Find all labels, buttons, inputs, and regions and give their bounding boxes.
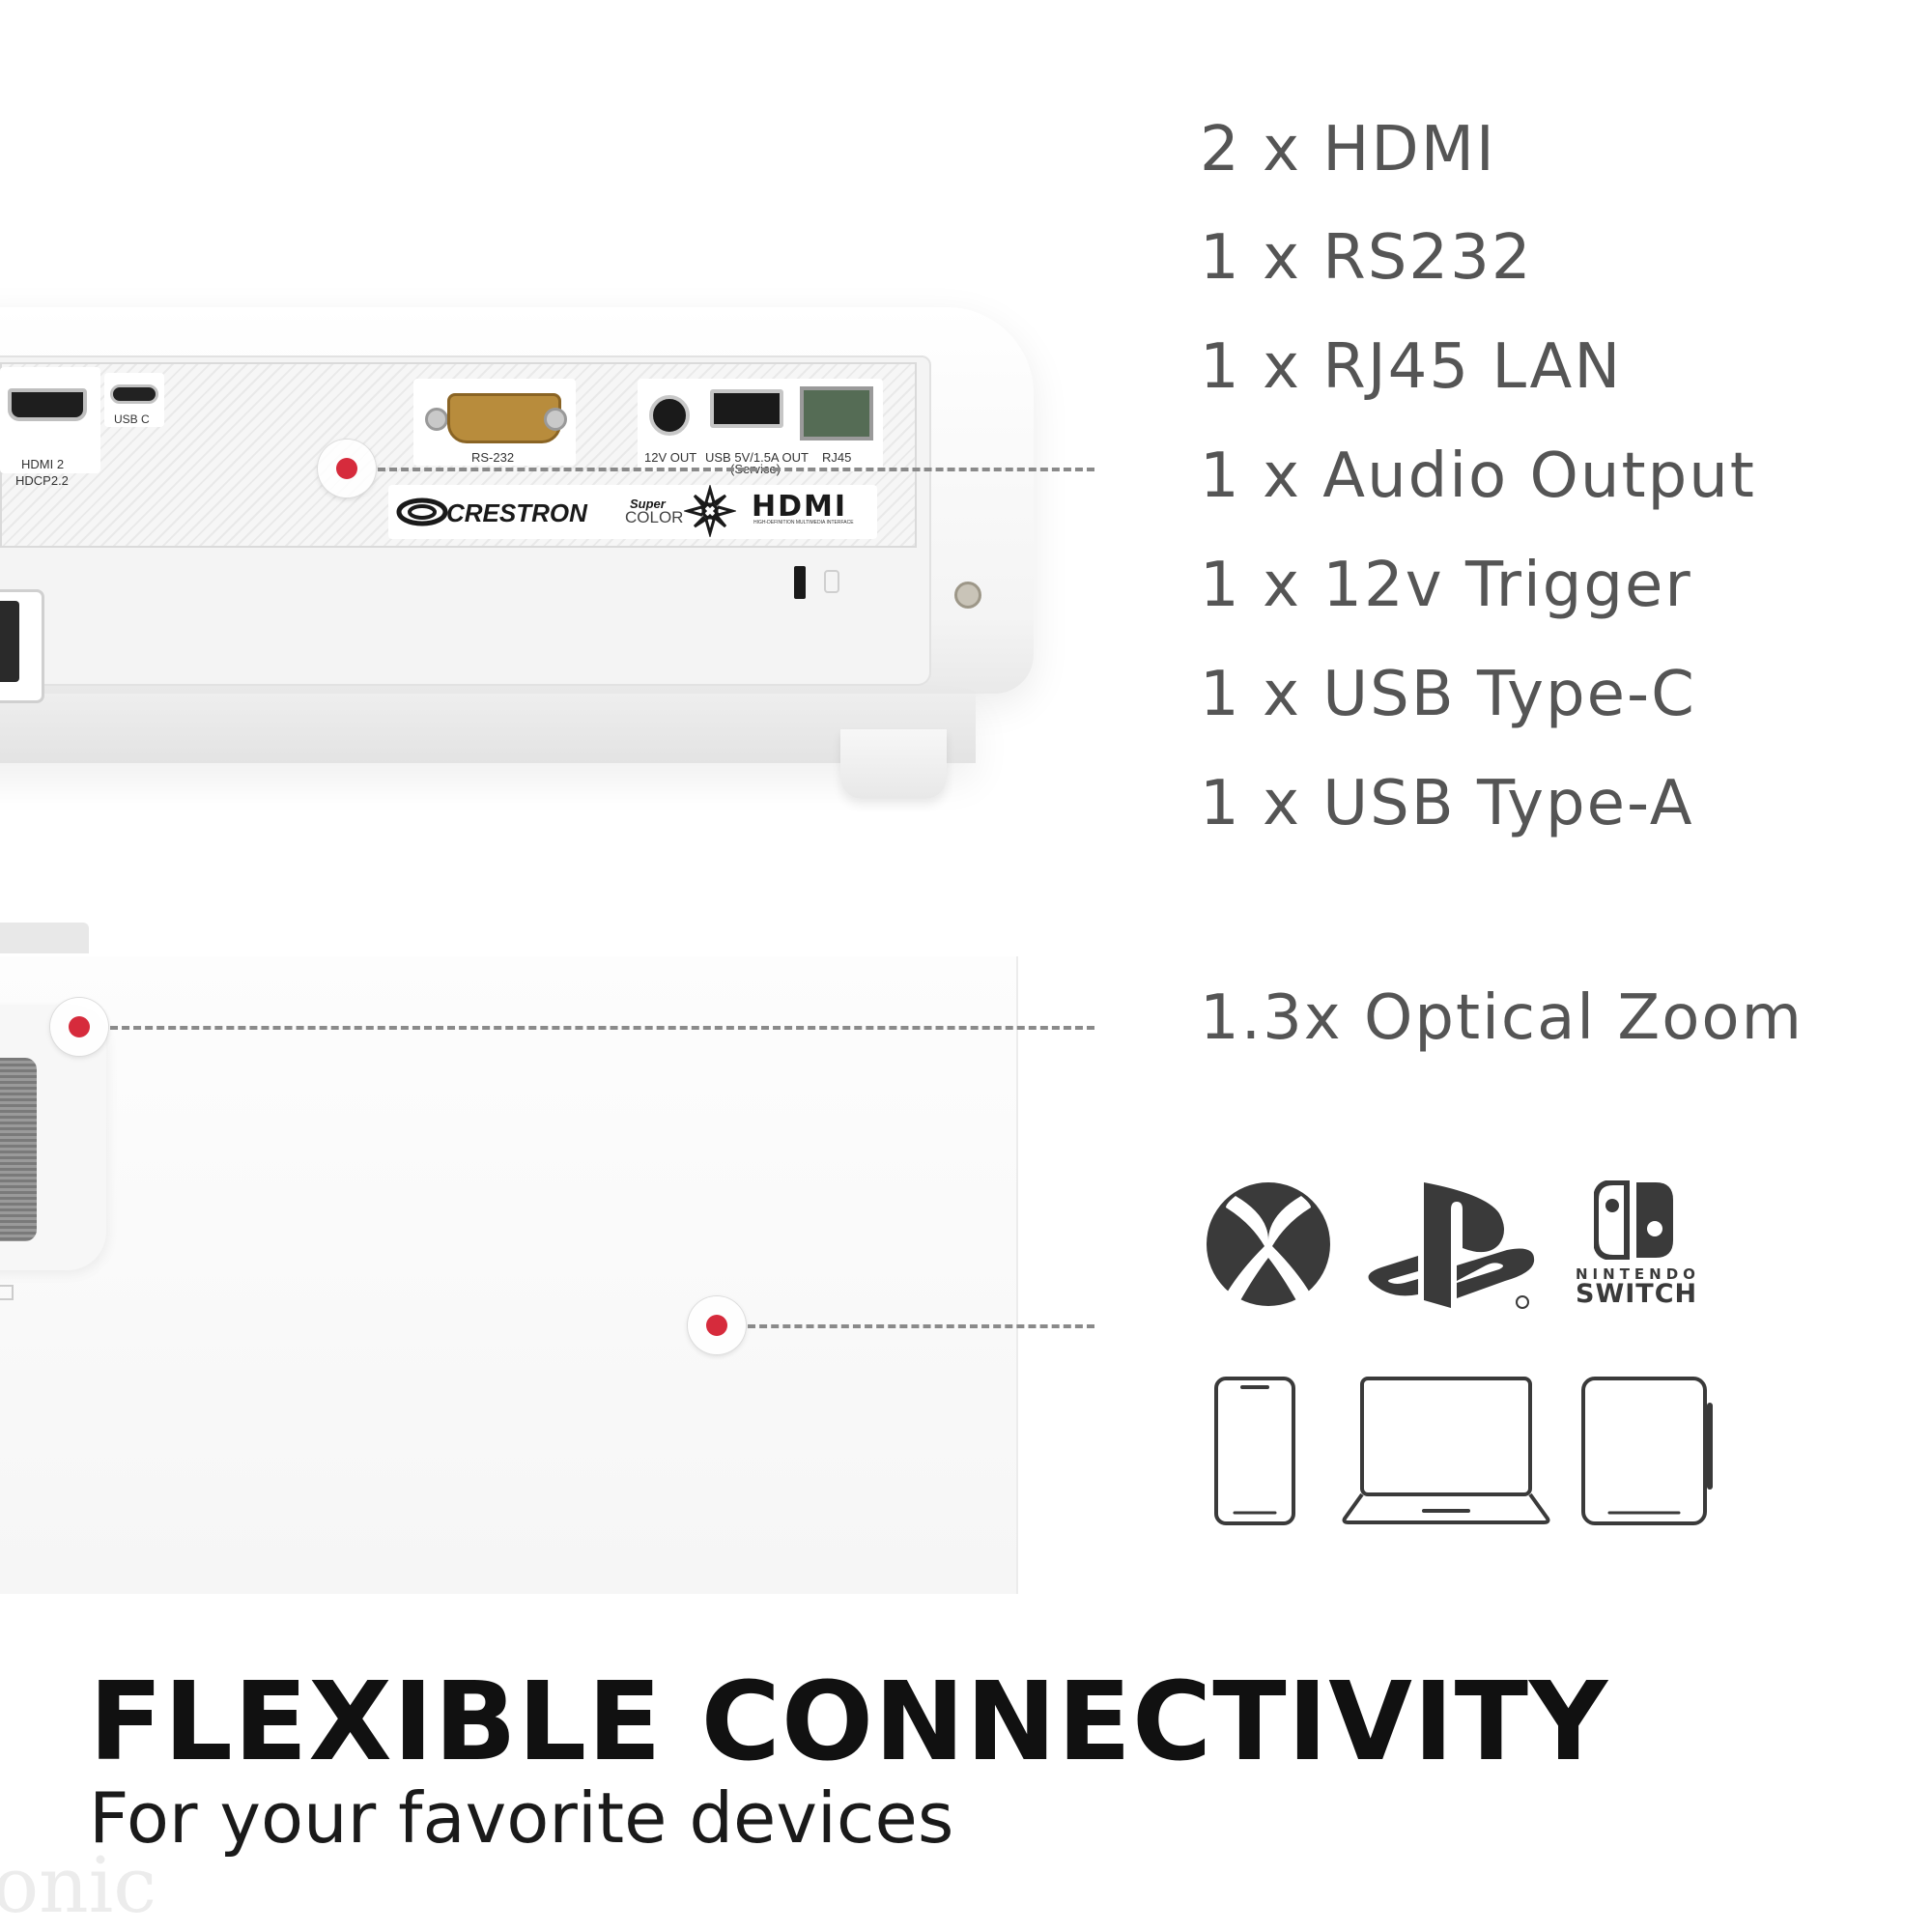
spec-rj45: 1 x RJ45 LAN [1200,331,1623,403]
playstation-icon [1368,1182,1535,1309]
rs232-screw-left [425,408,448,431]
projector-top-edge [0,923,89,953]
12v-out-label: 12V OUT [644,450,697,465]
hdmi-port [8,388,87,421]
tablet-icon [1581,1377,1713,1525]
spec-optical-zoom: 1.3x Optical Zoom [1200,982,1804,1054]
projector-top-body [0,956,1018,1594]
spec-audio-output: 1 x Audio Output [1200,440,1756,512]
lock-icon [824,570,839,593]
subheadline: For your favorite devices [89,1777,954,1859]
hdcp-label: HDCP2.2 [15,473,69,488]
io-panel-hotspot[interactable] [318,440,376,497]
hdmi-logo: HDMI [752,490,848,524]
zoom-ring [0,1058,37,1241]
nintendo-switch-icon [1594,1180,1673,1260]
crestron-label: CRESTRON [446,498,587,527]
usbc-label: USB C [114,412,150,426]
headline-band [0,1594,1932,1932]
screw-icon [954,582,981,609]
rs232-label: RS-232 [471,450,515,465]
kensington-slot [794,566,806,599]
laptop-icon [1342,1377,1550,1524]
rj45-port [800,386,873,440]
zoom-leader-line [110,1026,1094,1030]
brand-strip [388,485,877,539]
spec-usb-type-c: 1 x USB Type-C [1200,659,1696,730]
power-inlet-socket [0,601,19,682]
usb-a-port [710,389,783,428]
color-label: COLOR [625,508,684,526]
headline: FLEXIBLE CONNECTIVITY [89,1660,1609,1785]
xbox-icon [1207,1182,1330,1306]
rs232-port [447,393,561,443]
usbc-port [110,384,158,404]
spec-hdmi: 2 x HDMI [1200,114,1496,185]
super-label: Super [630,497,666,511]
spec-usb-type-a: 1 x USB Type-A [1200,768,1694,839]
usb-out-label: USB 5V/1.5A OUT [705,450,809,465]
hdmi2-label: HDMI 2 [21,457,65,471]
zoom-hotspot[interactable] [50,998,108,1056]
rj45-label: RJ45 [822,450,852,465]
ghost-brand-logo: onic [0,1840,157,1930]
rs232-screw-right [544,408,567,431]
projector-rear-base [0,694,976,763]
hdmi-tagline: HIGH-DEFINITION MULTIMEDIA INTERFACE [753,520,854,526]
nintendo-label: NINTENDO [1576,1265,1700,1283]
spec-rs232: 1 x RS232 [1200,222,1533,294]
crestron-logo-icon [396,497,448,526]
lens-marker [0,1285,14,1300]
io-panel-leader-line [378,468,1094,471]
supercolor-flower-icon [684,485,736,537]
12v-out-jack [649,395,690,436]
devices-hotspot[interactable] [688,1296,746,1354]
projector-foot [840,729,947,799]
devices-leader-line [748,1324,1094,1328]
switch-label: SWITCH [1576,1279,1698,1309]
phone-icon [1214,1377,1295,1525]
spec-12v-trigger: 1 x 12v Trigger [1200,550,1692,621]
